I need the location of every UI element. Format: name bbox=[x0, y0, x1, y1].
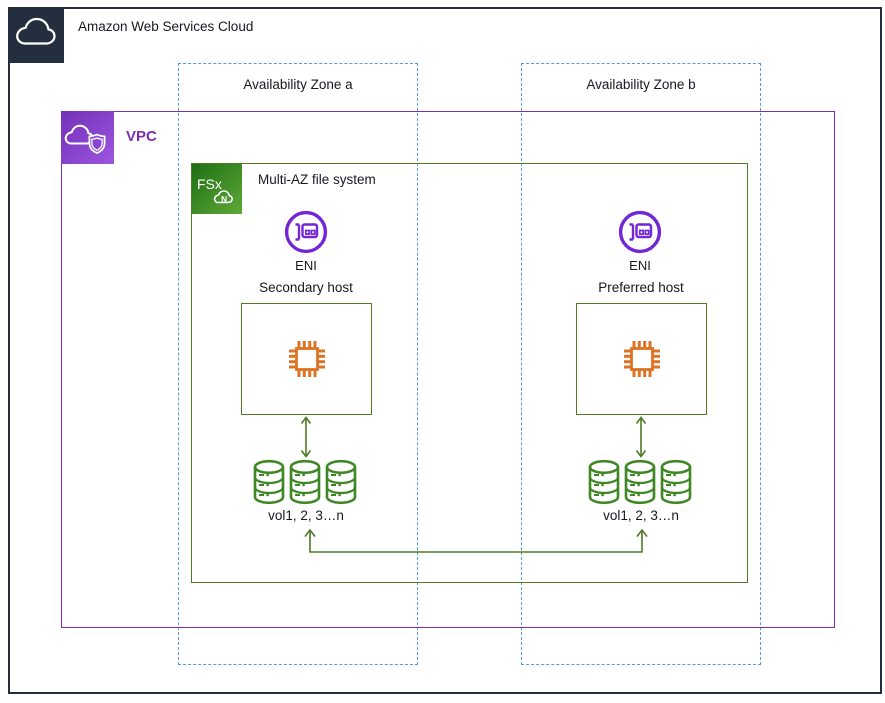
volume-cylinder-icon bbox=[253, 459, 285, 505]
vpc-icon bbox=[61, 111, 114, 164]
volume-replication-arrow bbox=[300, 524, 652, 558]
volume-cylinder-icon bbox=[660, 459, 692, 505]
filesystem-border bbox=[191, 163, 748, 583]
volume-cylinder-icon bbox=[289, 459, 321, 505]
eni-icon-zone-a bbox=[283, 209, 329, 255]
eni-icon-zone-b bbox=[617, 209, 663, 255]
host-volume-arrow-zone-a bbox=[299, 414, 313, 460]
eni-label-zone-b: ENI bbox=[629, 258, 651, 273]
vpc-label: VPC bbox=[126, 128, 157, 145]
availability-zone-b-border bbox=[521, 63, 761, 665]
availability-zone-a-border bbox=[178, 63, 418, 665]
secondary-host-box bbox=[241, 303, 372, 415]
availability-zone-a-label: Availability Zone a bbox=[243, 77, 353, 92]
aws-cloud-icon bbox=[8, 7, 64, 63]
cpu-chip-icon bbox=[618, 335, 666, 383]
volume-cylinder-icon bbox=[624, 459, 656, 505]
cpu-chip-icon bbox=[283, 335, 331, 383]
aws-cloud-group-border bbox=[8, 7, 882, 694]
fsx-icon-variant: N bbox=[221, 194, 227, 204]
filesystem-label: Multi-AZ file system bbox=[258, 172, 376, 187]
eni-label-zone-a: ENI bbox=[295, 258, 317, 273]
volume-stack-zone-b bbox=[587, 459, 695, 505]
volume-cylinder-icon bbox=[588, 459, 620, 505]
preferred-host-box bbox=[576, 303, 707, 415]
fsx-icon: FSx N bbox=[192, 164, 242, 214]
volumes-label-zone-a: vol1, 2, 3…n bbox=[268, 508, 344, 523]
aws-cloud-title: Amazon Web Services Cloud bbox=[78, 19, 254, 34]
vpc-border bbox=[61, 111, 835, 628]
availability-zone-b-label: Availability Zone b bbox=[586, 77, 696, 92]
fsx-icon-text: FSx bbox=[197, 176, 222, 192]
volume-cylinder-icon bbox=[325, 459, 357, 505]
volume-stack-zone-a bbox=[252, 459, 360, 505]
volumes-label-zone-b: vol1, 2, 3…n bbox=[603, 508, 679, 523]
host-volume-arrow-zone-b bbox=[634, 414, 648, 460]
secondary-host-label: Secondary host bbox=[259, 280, 353, 295]
preferred-host-label: Preferred host bbox=[598, 280, 684, 295]
